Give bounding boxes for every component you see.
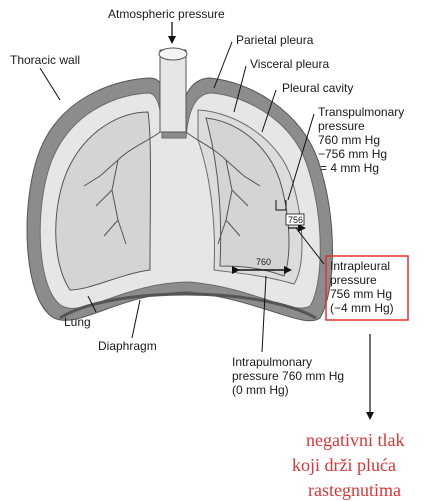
transpulmonary-line-4: −756 mm Hg (318, 147, 387, 161)
label-parietal-pleura: Parietal pleura (236, 33, 314, 47)
label-transpulmonary-pressure: Transpulmonary pressure 760 mm Hg −756 m… (318, 105, 404, 175)
intrapleural-line-3: 756 mm Hg (330, 287, 392, 301)
intrapleural-line-4: (−4 mm Hg) (330, 301, 394, 315)
label-visceral-pleura: Visceral pleura (250, 57, 329, 71)
annotation-line-3: rastegnutima (308, 480, 401, 500)
trachea (160, 50, 186, 132)
thoracic-wall-leader (40, 68, 60, 100)
label-lung: Lung (64, 315, 91, 329)
intrapleural-line-2: pressure (330, 273, 377, 287)
value-756: 756 (288, 215, 303, 225)
annotation-text: negativni tlak koji drži pluća rastegnut… (292, 430, 404, 500)
label-atmospheric-pressure: Atmospheric pressure (108, 7, 225, 21)
label-intrapleural-pressure: Intrapleural pressure 756 mm Hg (−4 mm H… (330, 259, 394, 315)
transpulmonary-line-3: 760 mm Hg (318, 133, 380, 147)
transpulmonary-line-2: pressure (318, 119, 365, 133)
intrapulmonary-line-1: Intrapulmonary (232, 355, 312, 369)
transpulmonary-line-1: Transpulmonary (318, 105, 404, 119)
intrapleural-line-1: Intrapleural (330, 259, 390, 273)
intrapulmonary-line-3: (0 mm Hg) (232, 383, 289, 397)
label-intrapulmonary-pressure: Intrapulmonary pressure 760 mm Hg (0 mm … (232, 355, 344, 397)
label-thoracic-wall: Thoracic wall (10, 53, 80, 67)
annotation-line-2: koji drži pluća (292, 455, 396, 475)
label-diaphragm: Diaphragm (98, 339, 157, 353)
diaphragm-leader (132, 300, 140, 338)
trachea-opening (159, 48, 187, 60)
label-pleural-cavity: Pleural cavity (282, 81, 353, 95)
value-760: 760 (256, 257, 271, 267)
annotation-line-1: negativni tlak (306, 430, 404, 450)
transpulmonary-line-5: = 4 mm Hg (320, 161, 379, 175)
intrapulmonary-line-2: pressure 760 mm Hg (232, 369, 344, 383)
